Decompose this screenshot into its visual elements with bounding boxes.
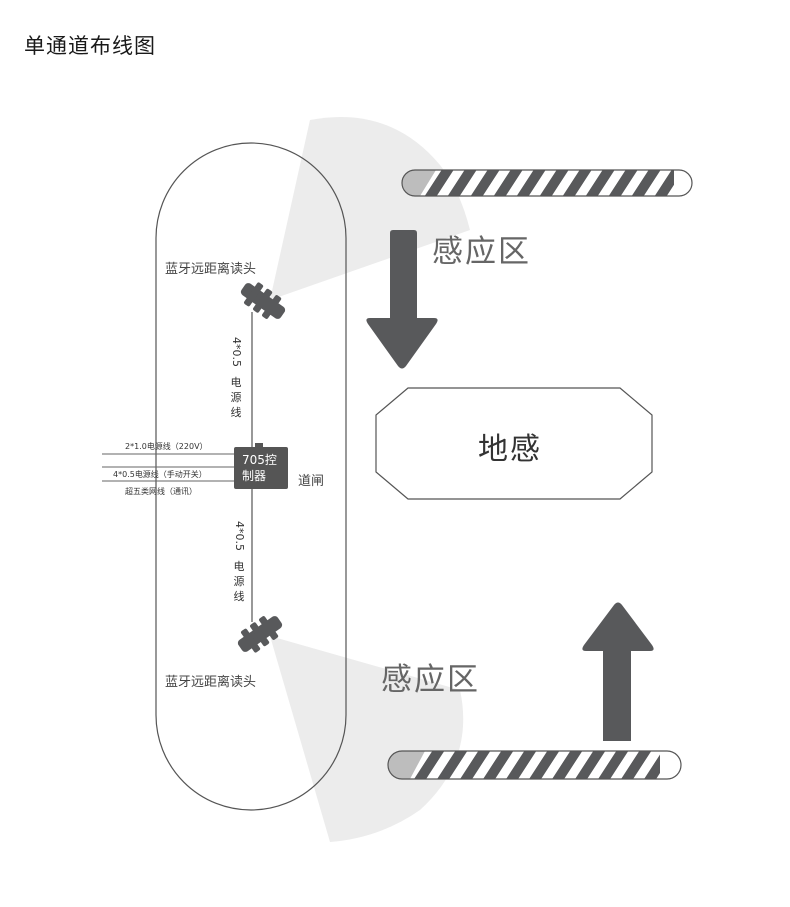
input-wire-label-1: 2*1.0电源线（220V）	[125, 442, 208, 451]
ground-sensor-label: 地感	[478, 432, 542, 467]
reader-label-top: 蓝牙远距离读头	[165, 262, 257, 277]
input-wire-label-3: 超五类网线（通讯）	[125, 487, 197, 496]
exit-arrow-up	[582, 602, 654, 741]
sensing-zone-label-top: 感应区	[432, 234, 531, 270]
barrier-arm-bottom	[387, 750, 682, 780]
lower-power-wire-label: 4*0.5 电 源 线	[232, 515, 246, 604]
input-wire-label-2: 4*0.5电源线（手动开关）	[113, 470, 207, 479]
bluetooth-reader-top	[240, 282, 286, 319]
bluetooth-reader-bottom	[237, 616, 283, 653]
barrier-gate-label: 道闸	[298, 474, 325, 489]
upper-power-wire-label: 4*0.5 电 源 线	[229, 331, 243, 420]
controller-705: 705控 制器	[234, 447, 288, 489]
entry-arrow-down	[366, 230, 438, 369]
lower-wire-spec: 4*0.5	[233, 521, 246, 551]
reader-label-bottom: 蓝牙远距离读头	[165, 675, 257, 690]
top-reader-detection-field	[270, 117, 470, 300]
barrier-arm-top	[401, 169, 693, 197]
lower-wire-char-2: 源	[233, 575, 245, 588]
upper-wire-char-1: 电	[230, 376, 242, 389]
lane-island	[155, 142, 347, 811]
sensing-zone-label-bottom: 感应区	[381, 662, 480, 698]
upper-wire-char-2: 源	[230, 391, 242, 404]
lower-wire-char-3: 线	[233, 590, 245, 603]
controller-label-line2: 制器	[242, 469, 267, 483]
lower-wire-char-1: 电	[233, 560, 245, 573]
controller-label-line1: 705控	[242, 453, 277, 467]
bottom-reader-detection-field	[270, 636, 464, 842]
page-title: 单通道布线图	[24, 34, 156, 58]
ground-loop-sensor	[375, 387, 653, 500]
upper-wire-char-3: 线	[230, 406, 242, 419]
upper-wire-spec: 4*0.5	[230, 337, 243, 367]
